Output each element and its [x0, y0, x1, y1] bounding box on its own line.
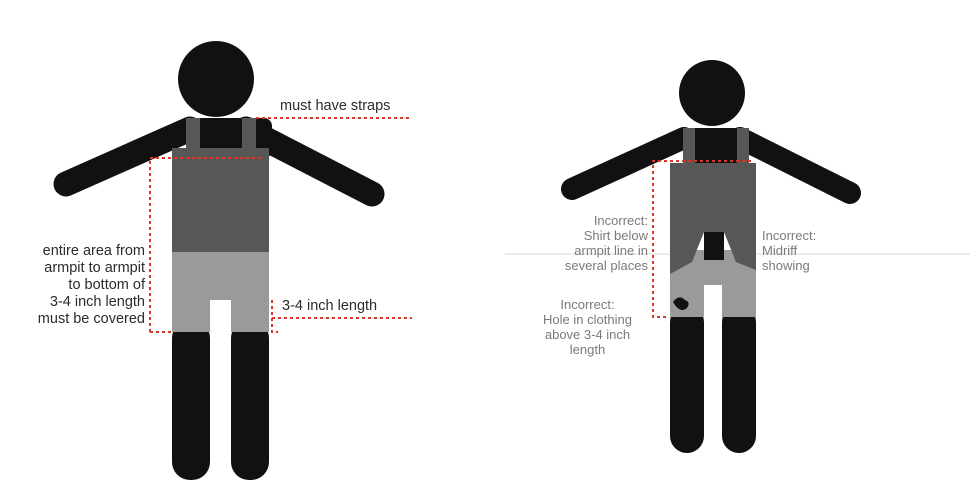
left-leg [172, 320, 210, 480]
head [679, 60, 745, 126]
right-leg [722, 305, 756, 453]
coverage-label-line: entire area from [0, 243, 145, 260]
midriff-label-line: Incorrect: [762, 228, 816, 243]
head [178, 41, 254, 117]
left-leg [670, 305, 704, 453]
hole-label: Incorrect: Hole in clothing above 3-4 in… [525, 297, 650, 357]
hole-label-line: length [525, 342, 650, 357]
shirt-label-line: Shirt below [540, 228, 648, 243]
hole-label-line: above 3-4 inch [525, 327, 650, 342]
straps-label: must have straps [280, 98, 390, 115]
left-arm [66, 129, 190, 184]
hole-label-line: Hole in clothing [525, 312, 650, 327]
shorts [172, 252, 269, 332]
shirt-label-line: Incorrect: [540, 213, 648, 228]
length-label: 3-4 inch length [282, 298, 377, 315]
coverage-label-line: to bottom of [0, 277, 145, 294]
coverage-label-line: armpit to armpit [0, 260, 145, 277]
right-arm [740, 138, 850, 193]
shirt-label-line: armpit line in [540, 243, 648, 258]
shirt-label-line: several places [540, 258, 648, 273]
coverage-label-line: 3-4 inch length [0, 294, 145, 311]
midriff [704, 230, 724, 260]
right-leg [231, 320, 269, 480]
shirt-below-armpit-label: Incorrect: Shirt below armpit line in se… [540, 213, 648, 273]
right-strap [242, 118, 256, 152]
midriff-label-line: Midriff [762, 243, 816, 258]
coverage-label: entire area from armpit to armpit to bot… [0, 243, 145, 328]
tank-top [172, 148, 269, 254]
left-arm [572, 138, 684, 189]
hole-label-line: Incorrect: [525, 297, 650, 312]
length-marker-vertical [272, 300, 278, 332]
left-strap [186, 118, 200, 152]
midriff-label-line: showing [762, 258, 816, 273]
coverage-label-line: must be covered [0, 311, 145, 328]
midriff-label: Incorrect: Midriff showing [762, 228, 816, 273]
